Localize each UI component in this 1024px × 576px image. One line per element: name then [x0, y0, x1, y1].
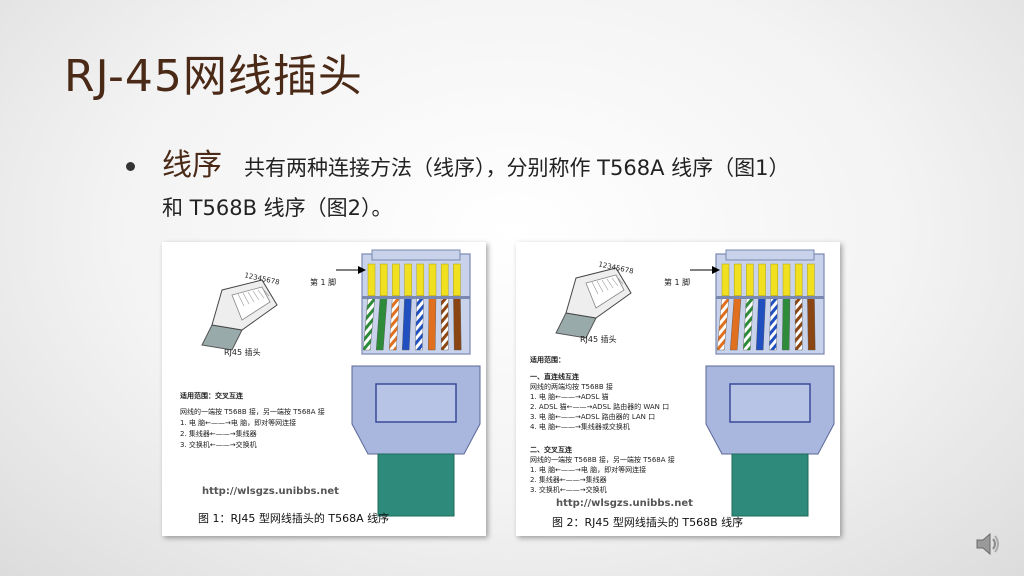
- pin-contact: [367, 263, 376, 297]
- pin-contact: [392, 263, 400, 297]
- plug-divider: [716, 296, 824, 299]
- cable-jacket: [731, 453, 809, 517]
- pin1-label: 第 1 脚: [664, 278, 691, 287]
- plug-label: RJ45 插头: [580, 335, 617, 344]
- figure-url: http://wlsgzs.unibbs.net: [202, 486, 339, 497]
- pin-contact: [453, 263, 461, 297]
- figure-caption: 图 2：RJ45 型网线插头的 T568B 线序: [552, 516, 744, 529]
- scope-line: 3. 电 脑←——→ADSL 路由器的 LAN 口: [530, 413, 656, 421]
- pin-contact: [428, 263, 437, 297]
- pin1-label: 第 1 脚: [310, 278, 337, 287]
- figure-t568a: 12345678 第 1 脚 RJ45 插头 适用范围：交叉互连 网线的一端按 …: [162, 242, 486, 536]
- small-plug-sketch: [201, 279, 278, 351]
- scope-line: 3. 交换机←——→交换机: [180, 441, 257, 449]
- bullet-dot: [126, 162, 135, 171]
- plug-label: RJ45 插头: [224, 348, 261, 357]
- bullet-text-line2: 和 T568B 线序（图2）。: [162, 196, 393, 220]
- pin-contact: [404, 263, 412, 297]
- plug-latch: [729, 383, 811, 423]
- scope-line: 2. ADSL 猫←——→ADSL 路由器的 WAN 口: [530, 403, 670, 411]
- pin-contact: [440, 263, 449, 297]
- pin-contact: [758, 263, 766, 297]
- scope-line: 4. 电 脑←——→集线器或交换机: [530, 423, 630, 431]
- pin-contact: [807, 263, 815, 297]
- scope-line: 网线的一端按 T568B 接，另一端按 T568A 接: [180, 408, 325, 416]
- pin-contact: [770, 263, 779, 297]
- pin1-arrowhead: [712, 266, 720, 274]
- scope-line: 1. 电 脑←——→ADSL 猫: [530, 393, 609, 401]
- figure-t568b: 12345678 第 1 脚 RJ45 插头 适用范围： 一、直连线互连 网线的…: [516, 242, 840, 536]
- wire: [768, 295, 779, 351]
- bullet-heading: 线序: [162, 148, 222, 183]
- cable-jacket: [377, 453, 455, 517]
- plug-diagram-t568b: [555, 249, 835, 517]
- scope-title: 适用范围：: [530, 356, 565, 364]
- small-plug-sketch: [555, 267, 632, 339]
- scope-line: 2. 集线器←——→集线器: [530, 476, 607, 484]
- scope-line: 1. 电 脑←——→电 脑，即对等网连接: [530, 466, 647, 474]
- pin-contact: [721, 263, 730, 297]
- pin-contact: [782, 263, 791, 297]
- wire: [807, 295, 816, 351]
- plug-lip: [725, 249, 815, 261]
- pin-contact: [733, 263, 742, 297]
- pin1-arrowhead: [358, 266, 366, 274]
- scope-line: 网线的一端按 T568B 接，另一端按 T568A 接: [530, 456, 675, 464]
- plug-latch: [375, 383, 457, 423]
- plug-lip: [371, 249, 461, 261]
- speaker-icon[interactable]: [974, 530, 1002, 558]
- wire: [795, 295, 803, 351]
- wire: [441, 295, 449, 351]
- scope-line: 3. 交换机←——→交换机: [530, 486, 607, 494]
- wire: [427, 295, 437, 351]
- pin-contact: [416, 263, 425, 297]
- wire: [453, 295, 462, 351]
- scope-line: 2. 集线器←——→集线器: [180, 430, 257, 438]
- wire: [414, 295, 425, 351]
- scope-title: 适用范围：交叉互连: [180, 392, 243, 400]
- scope-line: 一、直连线互连: [530, 373, 579, 381]
- figure-url: http://wlsgzs.unibbs.net: [556, 498, 693, 509]
- pin-contact: [746, 263, 754, 297]
- wire: [781, 295, 791, 351]
- plug-diagram-t568a: [201, 249, 481, 517]
- scope-line: 网线的两端均按 T568B 接: [530, 383, 613, 391]
- bullet-text-line1: 共有两种连接方法（线序），分别称作 T568A 线序（图1）: [244, 156, 790, 180]
- slide-title: RJ-45网线插头: [64, 51, 363, 102]
- pin-contact: [794, 263, 803, 297]
- bullet-paragraph: 线序共有两种连接方法（线序），分别称作 T568A 线序（图1） 和 T568B…: [126, 146, 996, 228]
- scope-line: 1. 电 脑←——→电 脑，即对等网连接: [180, 419, 297, 427]
- figure-caption: 图 1：RJ45 型网线插头的 T568A 线序: [198, 512, 390, 525]
- pin-contact: [379, 263, 388, 297]
- plug-divider: [362, 296, 470, 299]
- scope-line: 二、交叉互连: [530, 446, 572, 454]
